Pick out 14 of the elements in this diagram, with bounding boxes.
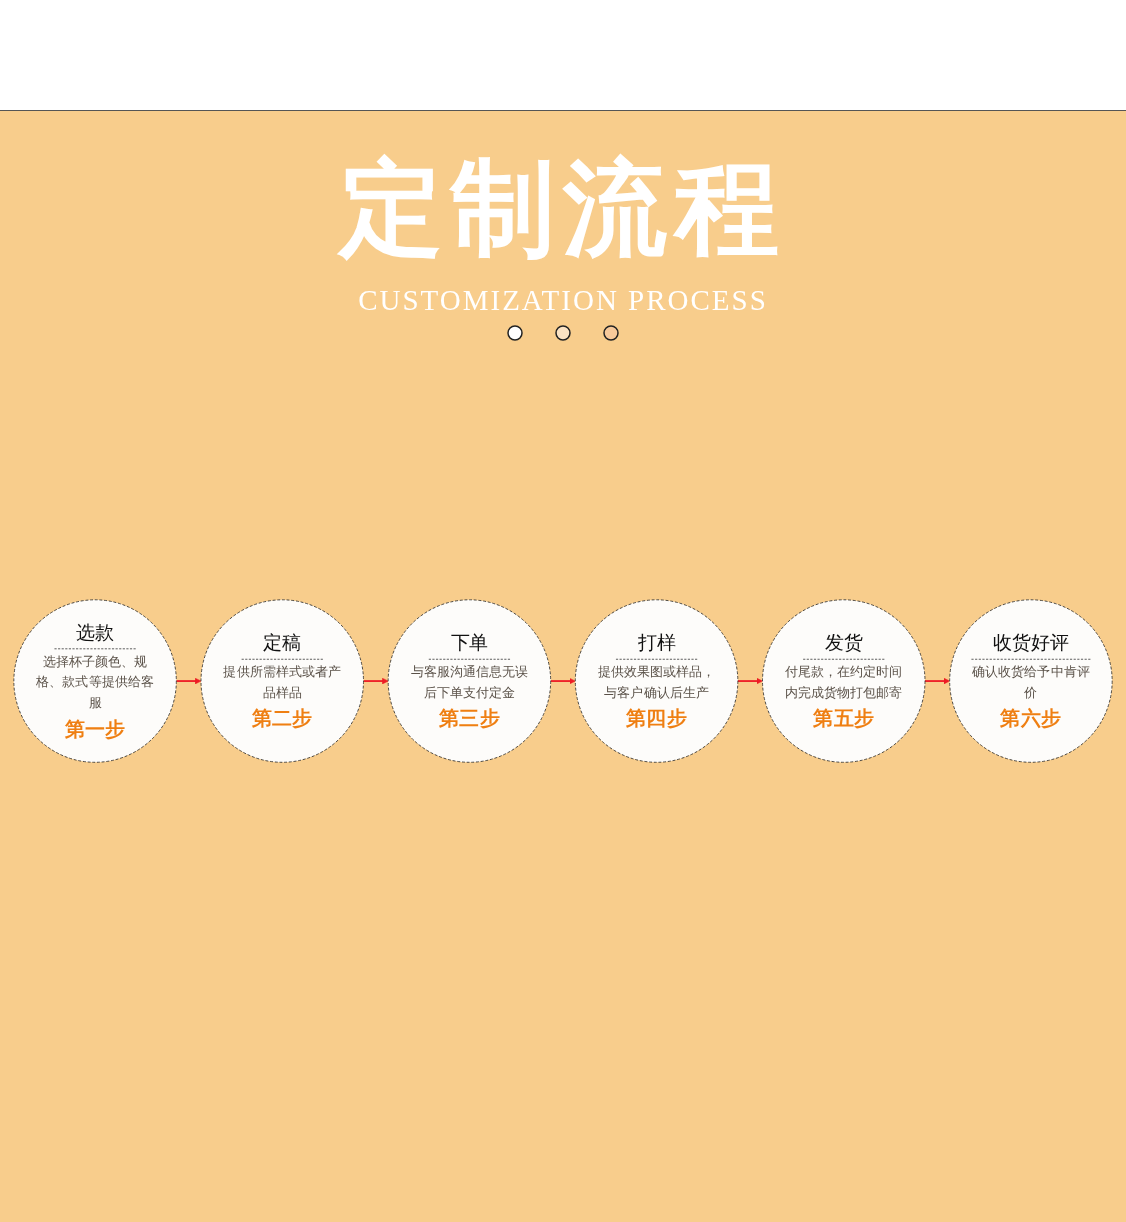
node-circle: [200, 599, 364, 763]
arrow: [175, 677, 202, 685]
node-circle: [13, 599, 177, 763]
node-circle: [762, 599, 926, 763]
arrow: [549, 677, 576, 685]
arrow: [736, 677, 763, 685]
arrow: [362, 677, 389, 685]
node-circle: [949, 599, 1113, 763]
node-circle: [387, 599, 552, 763]
title: 定制流程: [339, 151, 787, 266]
subtitle: CUSTOMIZATION PROCESS: [358, 283, 768, 318]
arrow: [924, 677, 950, 685]
panel-background: 定制流程 CUSTOMIZATION PROCESS 选款 选择杯子颜色、规格、款式等提供给客服 第一步 定稿 提供所需样式或者产品样品 第二步 下单 与客服沟通信息无误后下单支付定金 第三步 打样 提供效果图或样品，与客户确认后生产 第四步 发货 付尾款，在约定时间内完成货物打包邮寄 第五步 收货好评 确认收货给予中肯评价 第六步: [0, 110, 1126, 1222]
node-circle: [574, 599, 739, 763]
